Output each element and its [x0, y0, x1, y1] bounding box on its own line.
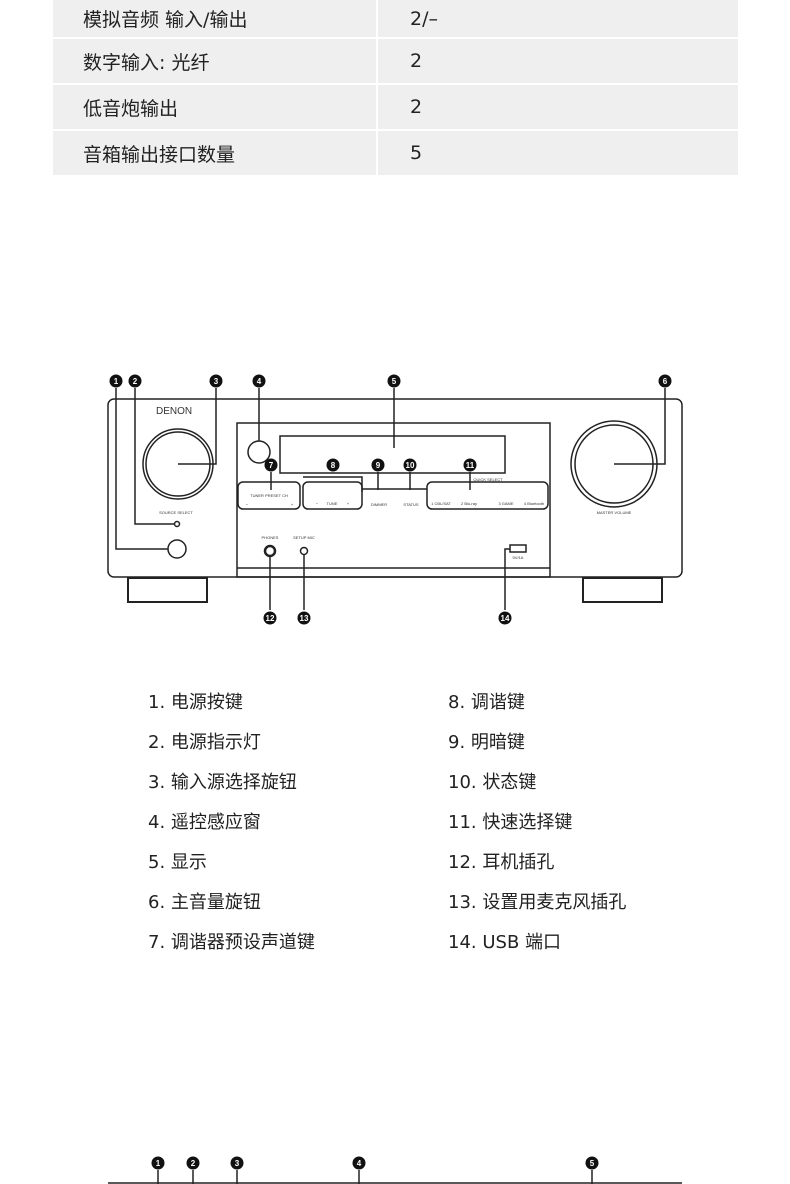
qs-2-label: 2 Blu-ray	[461, 501, 477, 506]
right-foot	[582, 577, 663, 603]
plus-label: +	[347, 501, 350, 506]
callout-number: 8	[331, 461, 336, 470]
callout-number-badge	[128, 374, 142, 388]
tuner-preset-label: TUNER PRESET CH	[250, 493, 288, 498]
bottom-callout-number: 4	[357, 1159, 362, 1168]
tuner-preset-button	[237, 481, 301, 510]
quick-select-buttons	[426, 481, 549, 510]
left-foot	[127, 577, 208, 603]
callout-number-badge	[263, 611, 277, 625]
legend-item: 14. USB 端口	[448, 932, 562, 953]
callout-number-badge	[403, 458, 417, 472]
legend-item: 11. 快速选择键	[448, 812, 573, 833]
bottom-callout-number: 2	[191, 1159, 196, 1168]
legend-item: 2. 电源指示灯	[148, 732, 261, 753]
legend-right: 8. 调谐键 9. 明暗键 10. 状态键 11. 快速选择键 12. 耳机插孔…	[448, 691, 626, 971]
legend-item: 7. 调谐器预设声道键	[148, 932, 315, 953]
usb-port	[509, 544, 527, 553]
tune-button	[302, 481, 363, 510]
master-volume-label: MASTER VOLUME	[597, 510, 632, 515]
minus-label: −	[316, 501, 319, 506]
remote-sensor	[247, 440, 271, 464]
qs-3-label: 3 GAME	[498, 501, 513, 506]
brand-logo: DENON	[156, 406, 192, 417]
callout-number-badge	[498, 611, 512, 625]
source-select-label: SOURCE SELECT	[159, 510, 193, 515]
callout-number-badge	[371, 458, 385, 472]
callout-number-badge	[658, 374, 672, 388]
spec-label: 模拟音频 输入/输出	[53, 0, 378, 37]
table-row: 音箱输出接口数量 5	[53, 131, 738, 175]
callout-number: 5	[392, 377, 397, 386]
legend-item: 12. 耳机插孔	[448, 852, 555, 873]
bottom-callout-number-badge	[186, 1156, 200, 1170]
callout-number: 11	[466, 461, 475, 470]
table-row: 低音炮输出 2	[53, 85, 738, 129]
spec-value: 2	[410, 96, 423, 118]
callout-number-badge	[109, 374, 123, 388]
legend-item: 6. 主音量旋钮	[148, 892, 261, 913]
setup-mic-jack	[299, 546, 309, 556]
callout-number: 10	[406, 461, 415, 470]
dimmer-label: DIMMER	[371, 502, 387, 507]
qs-1-label: 1 CBL/SAT	[431, 501, 451, 506]
setup-mic-label: SETUP MIC	[293, 535, 315, 540]
spec-label: 低音炮输出	[53, 85, 378, 129]
table-row: 模拟音频 输入/输出 2/–	[53, 0, 738, 37]
callout-number-badge	[252, 374, 266, 388]
spec-value: 2	[410, 50, 423, 72]
legend-item: 1. 电源按键	[148, 692, 243, 713]
callout-number: 13	[300, 614, 309, 623]
phones-label: PHONES	[262, 535, 279, 540]
power-button	[167, 539, 187, 559]
legend-left: 1. 电源按键 2. 电源指示灯 3. 输入源选择旋钮 4. 遥控感应窗 5. …	[148, 691, 315, 971]
bottom-callout-number-badge	[585, 1156, 599, 1170]
bottom-callout-number-badge	[151, 1156, 165, 1170]
callout-number-badge	[209, 374, 223, 388]
status-label: STATUS	[403, 502, 419, 507]
callout-number-badge	[297, 611, 311, 625]
display	[279, 435, 506, 474]
bottom-callout-number: 3	[235, 1159, 240, 1168]
plus-label: +	[291, 502, 294, 507]
table-row: 数字输入: 光纤 2	[53, 39, 738, 83]
spec-label: 数字输入: 光纤	[53, 39, 378, 83]
bottom-callout-number: 5	[590, 1159, 595, 1168]
callout-number: 14	[501, 614, 510, 623]
callout-number: 4	[257, 377, 262, 386]
bottom-callout-number-badge	[230, 1156, 244, 1170]
callout-number-badge	[463, 458, 477, 472]
quick-select-label: QUICK SELECT	[473, 477, 503, 482]
callout-number: 3	[214, 377, 219, 386]
usb-rating-label: 5V/1A	[513, 555, 524, 560]
minus-label: −	[246, 502, 249, 507]
legend-item: 9. 明暗键	[448, 732, 525, 753]
tune-label: TUNE	[327, 501, 338, 506]
spec-label: 音箱输出接口数量	[53, 131, 378, 175]
callout-number: 9	[376, 461, 381, 470]
bottom-callout-number: 1	[156, 1159, 161, 1168]
callout-number: 6	[663, 377, 668, 386]
callout-number: 1	[114, 377, 119, 386]
legend-item: 10. 状态键	[448, 772, 537, 793]
callout-number: 2	[133, 377, 138, 386]
spec-value: 5	[410, 142, 423, 164]
callout-number: 12	[266, 614, 275, 623]
spec-value: 2/–	[410, 7, 438, 30]
callout-number-badge	[326, 458, 340, 472]
bottom-callout-number-badge	[352, 1156, 366, 1170]
callout-number-badge	[387, 374, 401, 388]
legend-item: 3. 输入源选择旋钮	[148, 772, 297, 793]
qs-4-label: 4 Bluetooth	[524, 501, 544, 506]
spec-table: 模拟音频 输入/输出 2/– 数字输入: 光纤 2 低音炮输出 2 音箱输出接口数量 5	[53, 0, 738, 177]
phones-jack	[263, 544, 277, 558]
callout-number: 7	[269, 461, 274, 470]
legend-item: 13. 设置用麦克风插孔	[448, 892, 627, 913]
legend-item: 5. 显示	[148, 852, 207, 873]
power-indicator	[173, 520, 181, 528]
legend-item: 4. 遥控感应窗	[148, 812, 261, 833]
legend-item: 8. 调谐键	[448, 692, 525, 713]
callout-number-badge	[264, 458, 278, 472]
